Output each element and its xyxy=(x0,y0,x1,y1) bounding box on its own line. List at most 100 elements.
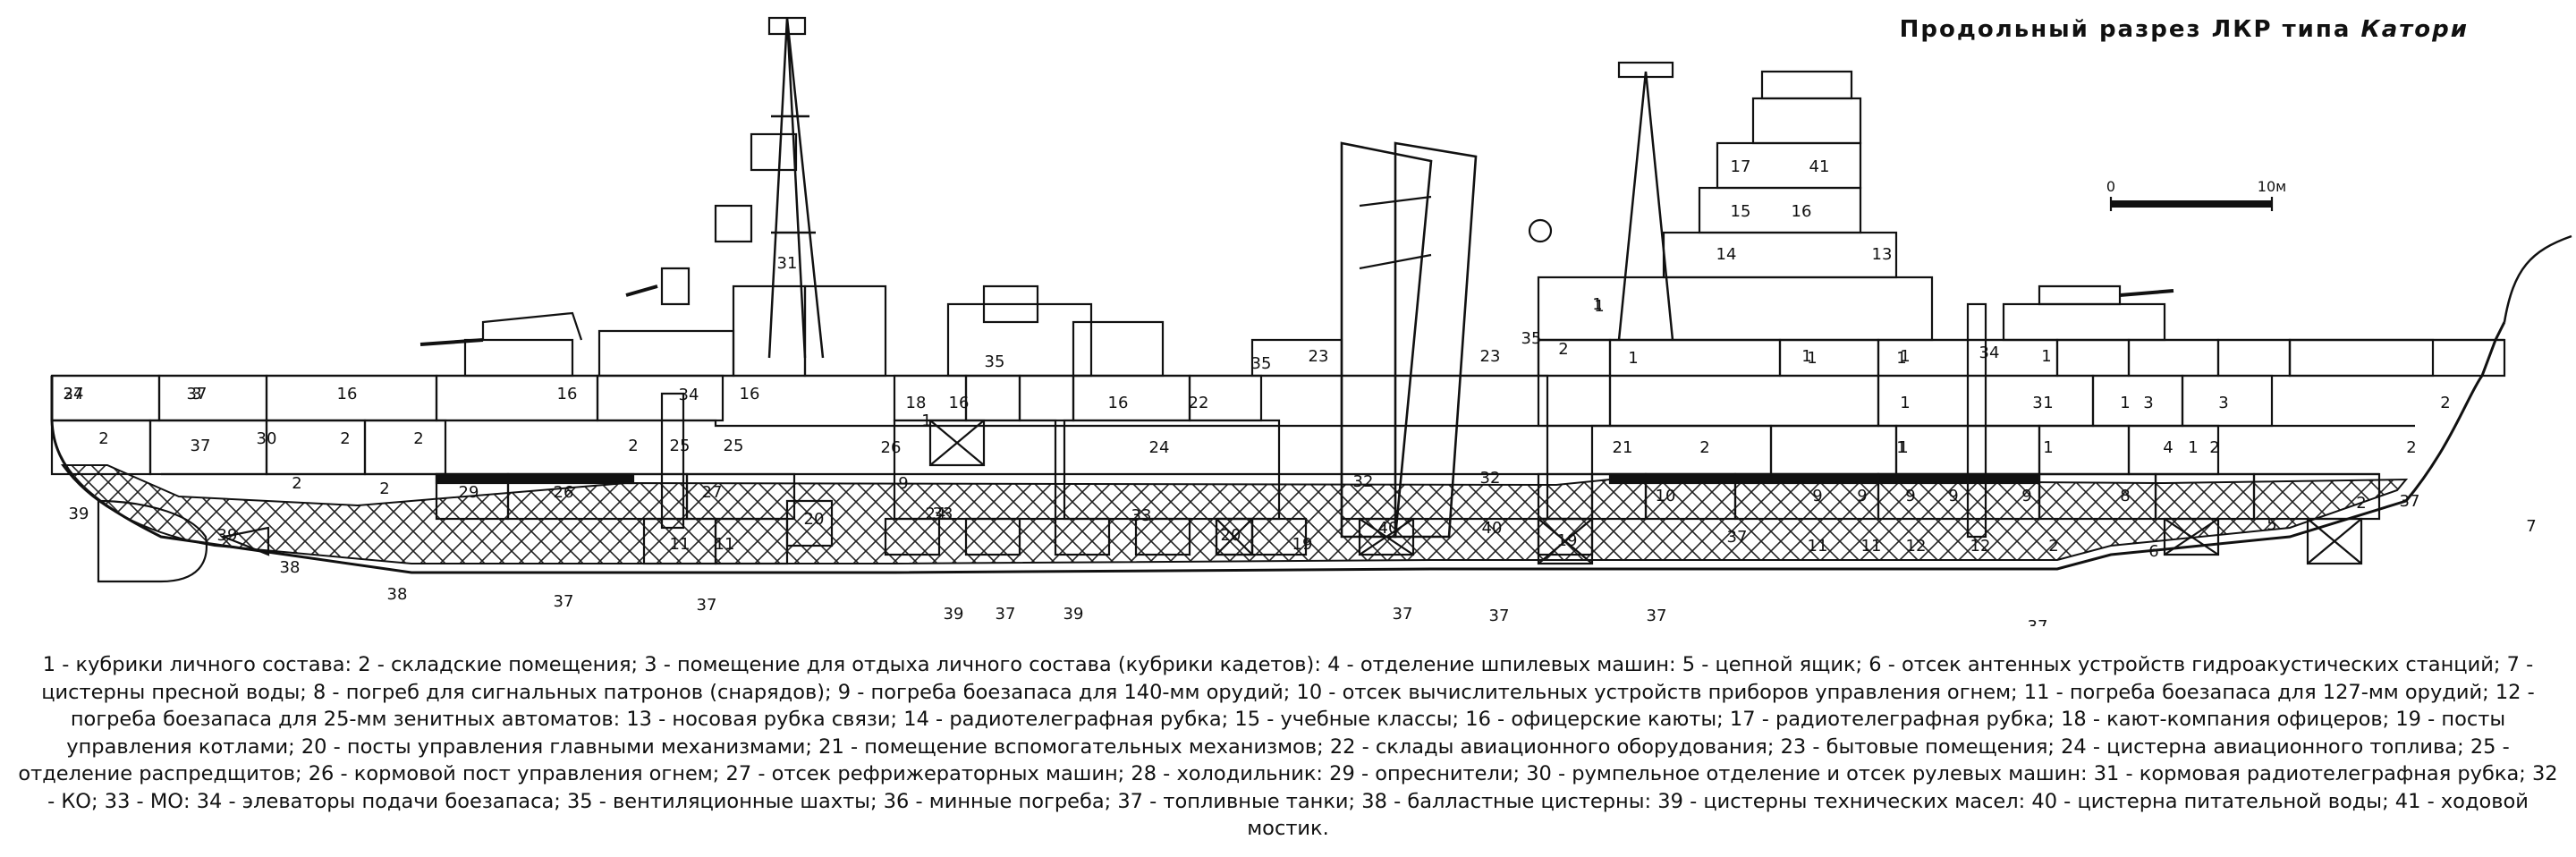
rudder xyxy=(97,499,208,583)
compartment-outline xyxy=(596,374,724,422)
legend-number: 22 xyxy=(1329,734,1356,759)
legend-item: 25 - отделение распредщитов; xyxy=(18,735,2509,786)
legend-number: 33 xyxy=(104,789,131,813)
compartment-label: 39 xyxy=(217,526,238,545)
compartment-label: 2 xyxy=(98,429,108,448)
compartment-label: 38 xyxy=(280,558,301,577)
compartment-outline xyxy=(157,374,268,422)
fore-mast-yard xyxy=(1617,61,1674,79)
vent-trunk xyxy=(982,284,1039,324)
compartment-label: 37 xyxy=(191,437,211,455)
legend-text: - посты управления котлами; xyxy=(66,708,2506,759)
legend-number: 32 xyxy=(2531,762,2558,785)
legend-number: 11 xyxy=(2023,680,2050,704)
compartment-label: 24 xyxy=(926,505,946,523)
compartment-label: 37 xyxy=(1489,607,1510,625)
compartment-label: 33 xyxy=(933,505,953,523)
legend-item: 16 - офицерские каюты; xyxy=(1465,708,1730,731)
compartment-label: 1 xyxy=(2043,438,2053,457)
compartment-label: 20 xyxy=(804,510,825,529)
legend-text: - цистерны пресной воды; xyxy=(41,653,2534,704)
compartment-label: 39 xyxy=(1063,605,1084,624)
legend-text: - кубрики личного состава: xyxy=(55,653,359,676)
compartment-outline xyxy=(363,419,447,476)
legend-number: 27 xyxy=(725,762,752,785)
compartment-outline xyxy=(2091,374,2184,428)
compartment-label: 25 xyxy=(724,437,744,455)
compartment-label: 37 xyxy=(64,385,84,403)
double-bottom-tanks xyxy=(61,464,2409,564)
compartment-label: 6 xyxy=(2148,542,2158,561)
legend-text: - погреб для сигнальных патронов (снаряд… xyxy=(326,680,838,704)
legend-number: 9 xyxy=(837,680,852,704)
compartment-outline xyxy=(2216,338,2292,378)
legend-number: 19 xyxy=(2395,708,2421,731)
aux-machinery-room xyxy=(893,419,1057,521)
compartment-label: 37 xyxy=(1393,605,1413,624)
compartment-label: 41 xyxy=(1809,157,1830,176)
compartment-label: 3 xyxy=(2143,394,2153,412)
compartment-label: 2 xyxy=(2406,438,2416,457)
legend-item: 6 - отсек антенных устройств гидроакусти… xyxy=(1868,653,2506,676)
legend-number: 4 xyxy=(1327,653,1341,676)
legend-text: - помещение для отдыха личного состава (… xyxy=(657,653,1328,676)
legend-text: - бытовые помещения; xyxy=(1806,734,2062,759)
legend-number: 30 xyxy=(1526,762,1552,785)
legend-text: - радиотелеграфная рубка; xyxy=(928,708,1235,731)
compartment-label: 1 xyxy=(2120,394,2130,412)
compartment-label: 2 xyxy=(2356,494,2366,513)
legend-number: 29 xyxy=(1329,762,1355,785)
legend-item: 26 - кормовой пост управления огнем; xyxy=(309,762,726,785)
legend-text: - учебные классы; xyxy=(1260,708,1466,731)
legend-item: 24 - цистерна авиационного топлива; xyxy=(2061,735,2470,759)
legend-item: 30 - румпельное отделение и отсек рулевы… xyxy=(1526,762,2093,785)
legend-number: 16 xyxy=(1465,708,1491,731)
compartment-label: 17 xyxy=(1731,157,1751,176)
top-director xyxy=(1751,97,1862,145)
compartment-label: 16 xyxy=(740,385,760,403)
legend-number: 1 xyxy=(42,653,56,676)
legend-number: 31 xyxy=(2093,762,2120,785)
compartment-label: 11 xyxy=(1808,537,1828,556)
legend-text: - складские помещения; xyxy=(370,653,645,676)
compartment-label: 2 xyxy=(628,437,638,455)
legend-number: 10 xyxy=(1296,680,1323,704)
hangar-room xyxy=(1072,320,1165,378)
legend-number: 7 xyxy=(2506,653,2520,676)
compartment-label: 37 xyxy=(996,605,1016,624)
hatched-cell xyxy=(2306,517,2363,565)
scale-label-zero: 0 xyxy=(2106,178,2115,195)
compartment-outline xyxy=(964,374,1021,422)
scale-label-ten: 10м xyxy=(2258,178,2286,195)
legend-number: 28 xyxy=(1131,762,1157,785)
compartment-label: 26 xyxy=(554,483,574,502)
legend-item: 35 - вентиляционные шахты; xyxy=(567,790,884,813)
fore-funnel xyxy=(1394,141,1478,539)
legend-item: 28 - холодильник: xyxy=(1131,762,1329,785)
compartment-label: 24 xyxy=(1149,438,1170,457)
armored-magazine-band xyxy=(435,472,635,485)
legend-text: - посты управления главными механизмами; xyxy=(326,734,819,759)
aft-superstructure xyxy=(597,329,735,378)
compartment-label: 9 xyxy=(1905,487,1915,505)
compartment-label: 1 xyxy=(1807,349,1817,368)
legend-item: 12 - погреба боезапаса для 25-мм зенитны… xyxy=(71,681,2535,732)
legend-text: - склады авиационного оборудования; xyxy=(1355,734,1781,759)
legend-text: - МО: xyxy=(130,789,197,813)
legend-item: 14 - радиотелеграфная рубка; xyxy=(903,708,1234,731)
compartment-label: 1 xyxy=(2043,394,2053,412)
compartment-label: 25 xyxy=(670,437,691,455)
compartment-label: 16 xyxy=(557,385,578,403)
legend-number: 20 xyxy=(301,734,327,759)
legend-text: - цепной ящик; xyxy=(1695,653,1869,676)
compartment-label: 1 xyxy=(921,412,931,430)
title-main: Продольный разрез ЛКР типа xyxy=(1899,16,2351,43)
legend-text: - кают-компания офицеров; xyxy=(2086,708,2396,731)
compartment-outline xyxy=(2127,424,2220,476)
legend-item: 39 - цистерны технических масел: xyxy=(1657,790,2031,813)
legend-number: 37 xyxy=(1117,789,1143,813)
legend-item: 31 - кормовая радиотелеграфная рубка; xyxy=(2094,762,2532,785)
compartment-label: 37 xyxy=(697,596,717,615)
